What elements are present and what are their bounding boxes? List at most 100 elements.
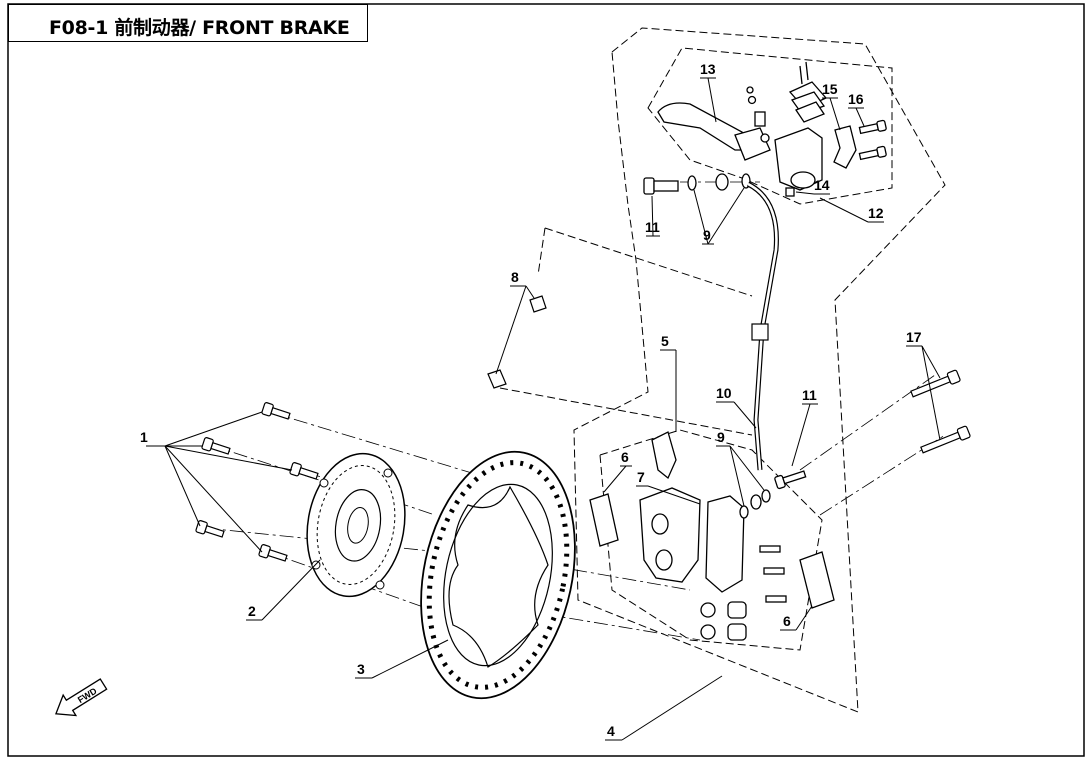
lower-route-line: [499, 387, 753, 436]
disc-bolt-5: [258, 544, 288, 562]
piston-part-1: [746, 86, 754, 94]
pad-spring: [651, 431, 677, 480]
title-box: F08-1 前制动器/ FRONT BRAKE: [8, 4, 368, 42]
brake-disc: [420, 450, 576, 700]
caliper-pin-2: [763, 567, 785, 575]
disc-bolts: [195, 402, 319, 562]
callout-6-right: 6: [783, 613, 791, 629]
caliper-piston-2: [727, 623, 747, 641]
page-title: F08-1 前制动器/ FRONT BRAKE: [49, 17, 350, 39]
callout-9-lower: 9: [717, 429, 725, 445]
caliper-pin-1: [759, 545, 781, 553]
clamp-bolt-1: [858, 119, 887, 135]
disc-bolt-4: [195, 520, 225, 538]
master-cylinder-port: [790, 171, 816, 189]
axis-disc-caliper: [449, 547, 691, 591]
callout-17: 17: [906, 329, 922, 345]
piston-seal: [760, 133, 770, 143]
callout-labels: 1 2 3 4 5 6 6 7 8 9 9 10 11 11 12 13 14 …: [140, 61, 922, 739]
group-4-outline: [573, 27, 946, 713]
reservoir-plate: [795, 101, 825, 123]
caliper-mount-bolts: [910, 369, 971, 454]
hose-clamp-lower: [487, 369, 507, 389]
callout-9-upper: 9: [703, 227, 711, 243]
callout-3: 3: [357, 661, 365, 677]
ring-lug-4: [375, 580, 385, 590]
banjo-fitting-upper: [715, 173, 729, 191]
callout-8: 8: [511, 269, 519, 285]
disc-bolt-2: [201, 437, 231, 455]
crush-washer-upper-1: [687, 175, 697, 191]
disc-carrier-shape: [448, 485, 549, 668]
hose-inner: [747, 182, 778, 471]
caliper-mount-bolt-2: [920, 425, 971, 454]
brake-pad-right: [799, 551, 835, 609]
caliper-mount-bolt-1: [910, 369, 961, 398]
callout-15: 15: [822, 81, 838, 97]
assembly-groups: [499, 27, 946, 713]
cap-screw-1: [799, 65, 803, 85]
banjo-bolt-upper: [643, 177, 679, 195]
caliper-pin-3: [765, 595, 787, 603]
fwd-arrow: FWD: [55, 678, 108, 717]
ring-inner: [334, 489, 382, 562]
hose-clamp-upper: [529, 295, 547, 313]
clamp-bolt-2: [858, 145, 887, 161]
caliper-bore-1: [651, 513, 669, 535]
handlebar-clamp: [833, 125, 857, 169]
group-12-outline: [647, 47, 893, 205]
hose-route-line: [544, 227, 753, 297]
brake-lever: [657, 102, 750, 151]
axis-bolt-1c: [299, 469, 436, 516]
crush-washer-lower-2: [761, 489, 771, 503]
banjo-fitting-lower: [750, 494, 762, 510]
upper-banjo-fittings: [643, 173, 751, 195]
callout-5: 5: [661, 333, 669, 349]
outer-border: [7, 3, 1085, 757]
brake-light-switch: [785, 187, 795, 197]
crush-washer-lower-1: [739, 505, 749, 519]
group-5-outline: [599, 429, 823, 651]
caliper-piston-1: [727, 601, 747, 619]
callout-1: 1: [140, 429, 148, 445]
callout-14: 14: [814, 177, 830, 193]
callout-6-left: 6: [621, 449, 629, 465]
ring-bore: [347, 507, 369, 544]
caliper-bore-2: [655, 549, 673, 571]
ring-teeth: [316, 465, 396, 585]
clamp-leader-line: [537, 227, 546, 276]
callout-4: 4: [607, 723, 615, 739]
callout-16: 16: [848, 91, 864, 107]
ring-lug-3: [311, 560, 321, 570]
callout-10: 10: [716, 385, 732, 401]
callout-7: 7: [637, 469, 645, 485]
brake-hose: [746, 181, 779, 471]
piston-part-2: [747, 95, 757, 105]
caliper-half: [705, 495, 745, 593]
piston-seal-2: [700, 624, 716, 640]
hose-clamp: [487, 295, 547, 389]
axis-bolt-1a: [269, 411, 496, 481]
caliper-body: [639, 487, 701, 583]
ring-lug-2: [383, 468, 393, 478]
disc-bolt-1: [261, 402, 291, 420]
callout-13: 13: [700, 61, 716, 77]
callout-11-upper: 11: [645, 219, 660, 235]
disc-inner-edge: [443, 483, 553, 667]
callout-11-lower: 11: [802, 387, 817, 403]
piston-spring: [754, 111, 766, 127]
banjo-bolt-lower: [774, 470, 807, 490]
brake-pad-left: [589, 493, 619, 547]
ring-lug-1: [319, 478, 329, 488]
hub-adapter-ring: [306, 452, 406, 598]
hose-grommet: [751, 323, 769, 341]
cap-screw-2: [805, 61, 809, 81]
leader-lines: [146, 77, 941, 741]
fwd-arrow-shape: [55, 678, 108, 717]
callout-2: 2: [248, 603, 256, 619]
disc-bolt-3: [289, 462, 319, 480]
master-cylinder-assembly: [657, 61, 887, 197]
callout-12: 12: [868, 205, 884, 221]
